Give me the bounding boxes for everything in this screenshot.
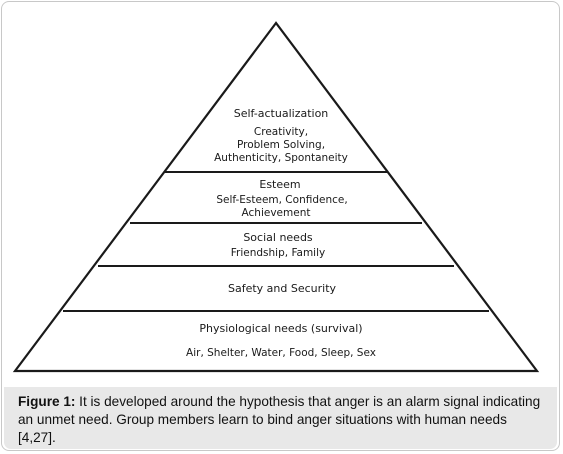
- level-esteem-line-2: Achievement: [242, 207, 311, 219]
- level-esteem-title: Esteem: [259, 178, 300, 191]
- level-self-actualization-line-2: Problem Solving,: [237, 139, 325, 151]
- level-social-line-1: Friendship, Family: [231, 247, 325, 259]
- level-physiological-title: Physiological needs (survival): [199, 322, 362, 335]
- level-social-title: Social needs: [243, 231, 313, 244]
- maslow-pyramid: Self-actualization Creativity, Problem S…: [12, 21, 540, 373]
- level-self-actualization-line-1: Creativity,: [254, 126, 308, 138]
- caption-label: Figure 1:: [18, 394, 76, 409]
- caption-text: It is developed around the hypothesis th…: [18, 394, 541, 445]
- level-physiological-line-1: Air, Shelter, Water, Food, Sleep, Sex: [186, 347, 376, 359]
- figure-caption: Figure 1: It is developed around the hyp…: [18, 393, 548, 447]
- level-self-actualization-title: Self-actualization: [234, 107, 329, 120]
- level-esteem-line-1: Self-Esteem, Confidence,: [216, 194, 347, 206]
- caption-box: Figure 1: It is developed around the hyp…: [4, 387, 557, 449]
- level-safety-title: Safety and Security: [228, 282, 337, 295]
- level-self-actualization-line-3: Authenticity, Spontaneity: [214, 152, 348, 164]
- pyramid-outline: [12, 21, 540, 373]
